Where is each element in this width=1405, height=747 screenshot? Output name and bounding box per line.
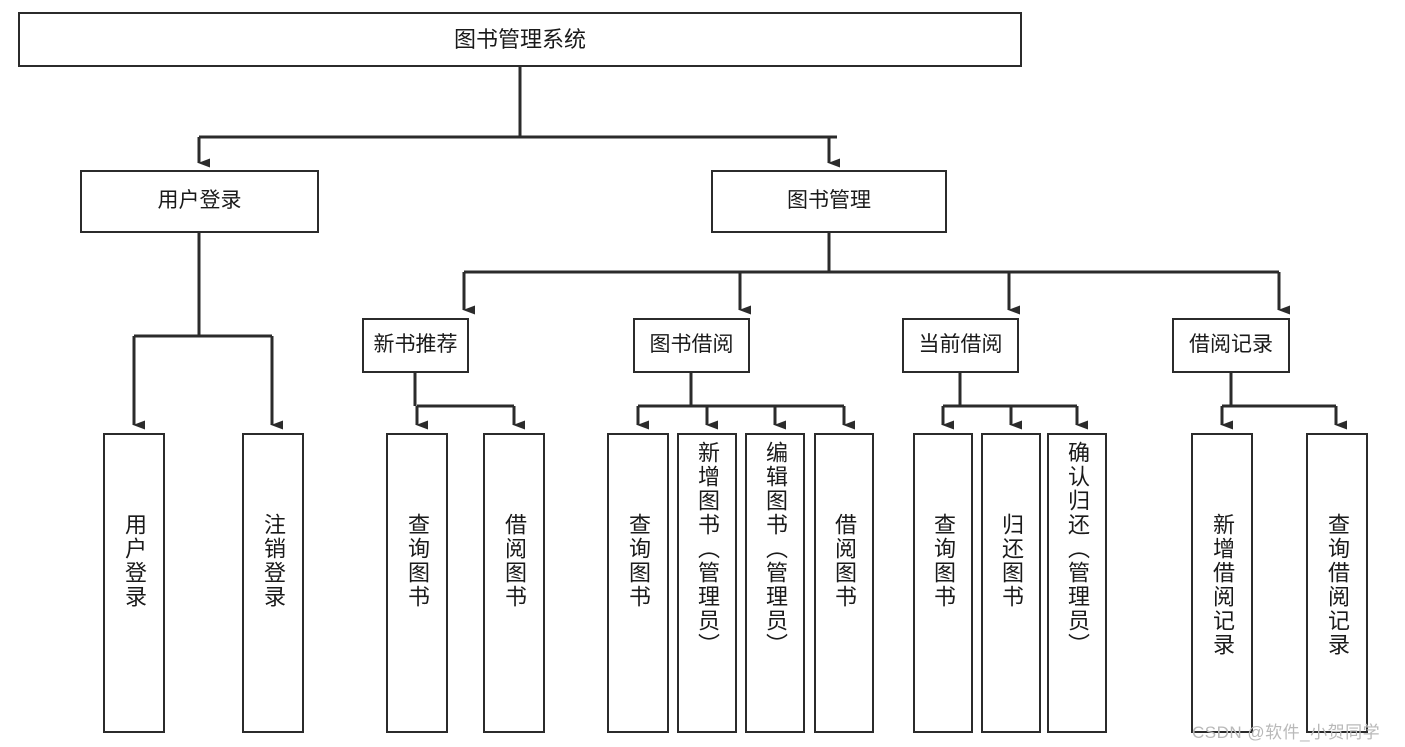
leaf-borrow-edit-book[interactable]: 编辑图书（管理员） xyxy=(745,433,805,733)
node-label: 注销登录 xyxy=(261,513,286,609)
csdn-watermark: CSDN @软件_小贺同学 xyxy=(1192,723,1381,742)
node-borrow-record[interactable]: 借阅记录 xyxy=(1172,318,1290,373)
node-label: 当前借阅 xyxy=(918,333,1003,357)
leaf-user-login-login[interactable]: 用户登录 xyxy=(103,433,165,733)
leaf-borrow-add-book[interactable]: 新增图书（管理员） xyxy=(677,433,737,733)
leaf-borrow-borrow-book[interactable]: 借阅图书 xyxy=(814,433,874,733)
node-label: 图书管理系统 xyxy=(453,26,586,52)
leaf-user-login-logout[interactable]: 注销登录 xyxy=(242,433,304,733)
node-label: 归还图书 xyxy=(999,513,1024,609)
node-current-borrow[interactable]: 当前借阅 xyxy=(902,318,1019,373)
node-label: 借阅记录 xyxy=(1189,333,1273,357)
node-book-borrow[interactable]: 图书借阅 xyxy=(633,318,750,373)
node-label: 查询图书 xyxy=(931,513,956,609)
node-label: 用户登录 xyxy=(157,189,242,213)
node-label: 用户登录 xyxy=(122,513,147,609)
node-label: 确认归还（管理员） xyxy=(1065,441,1090,657)
leaf-current-confirm-return[interactable]: 确认归还（管理员） xyxy=(1047,433,1107,733)
node-user-login[interactable]: 用户登录 xyxy=(80,170,319,233)
node-label: 图书借阅 xyxy=(649,333,734,357)
node-label: 图书管理 xyxy=(787,189,871,213)
node-root-system[interactable]: 图书管理系统 xyxy=(18,12,1022,67)
leaf-current-return-book[interactable]: 归还图书 xyxy=(981,433,1041,733)
node-new-book-recommend[interactable]: 新书推荐 xyxy=(362,318,469,373)
node-label: 新增借阅记录 xyxy=(1210,513,1235,657)
leaf-record-add-record[interactable]: 新增借阅记录 xyxy=(1191,433,1253,733)
node-label: 查询图书 xyxy=(626,513,651,609)
node-label: 借阅图书 xyxy=(502,513,527,609)
node-label: 查询借阅记录 xyxy=(1325,513,1350,657)
leaf-current-search-book[interactable]: 查询图书 xyxy=(913,433,973,733)
leaf-new-book-search[interactable]: 查询图书 xyxy=(386,433,448,733)
node-label: 新增图书（管理员） xyxy=(695,441,720,657)
node-label: 借阅图书 xyxy=(832,513,857,609)
node-label: 查询图书 xyxy=(405,513,430,609)
leaf-record-search-record[interactable]: 查询借阅记录 xyxy=(1306,433,1368,733)
leaf-new-book-borrow[interactable]: 借阅图书 xyxy=(483,433,545,733)
leaf-borrow-search-book[interactable]: 查询图书 xyxy=(607,433,669,733)
node-book-management[interactable]: 图书管理 xyxy=(711,170,947,233)
node-label: 新书推荐 xyxy=(373,333,458,357)
node-label: 编辑图书（管理员） xyxy=(763,441,788,657)
